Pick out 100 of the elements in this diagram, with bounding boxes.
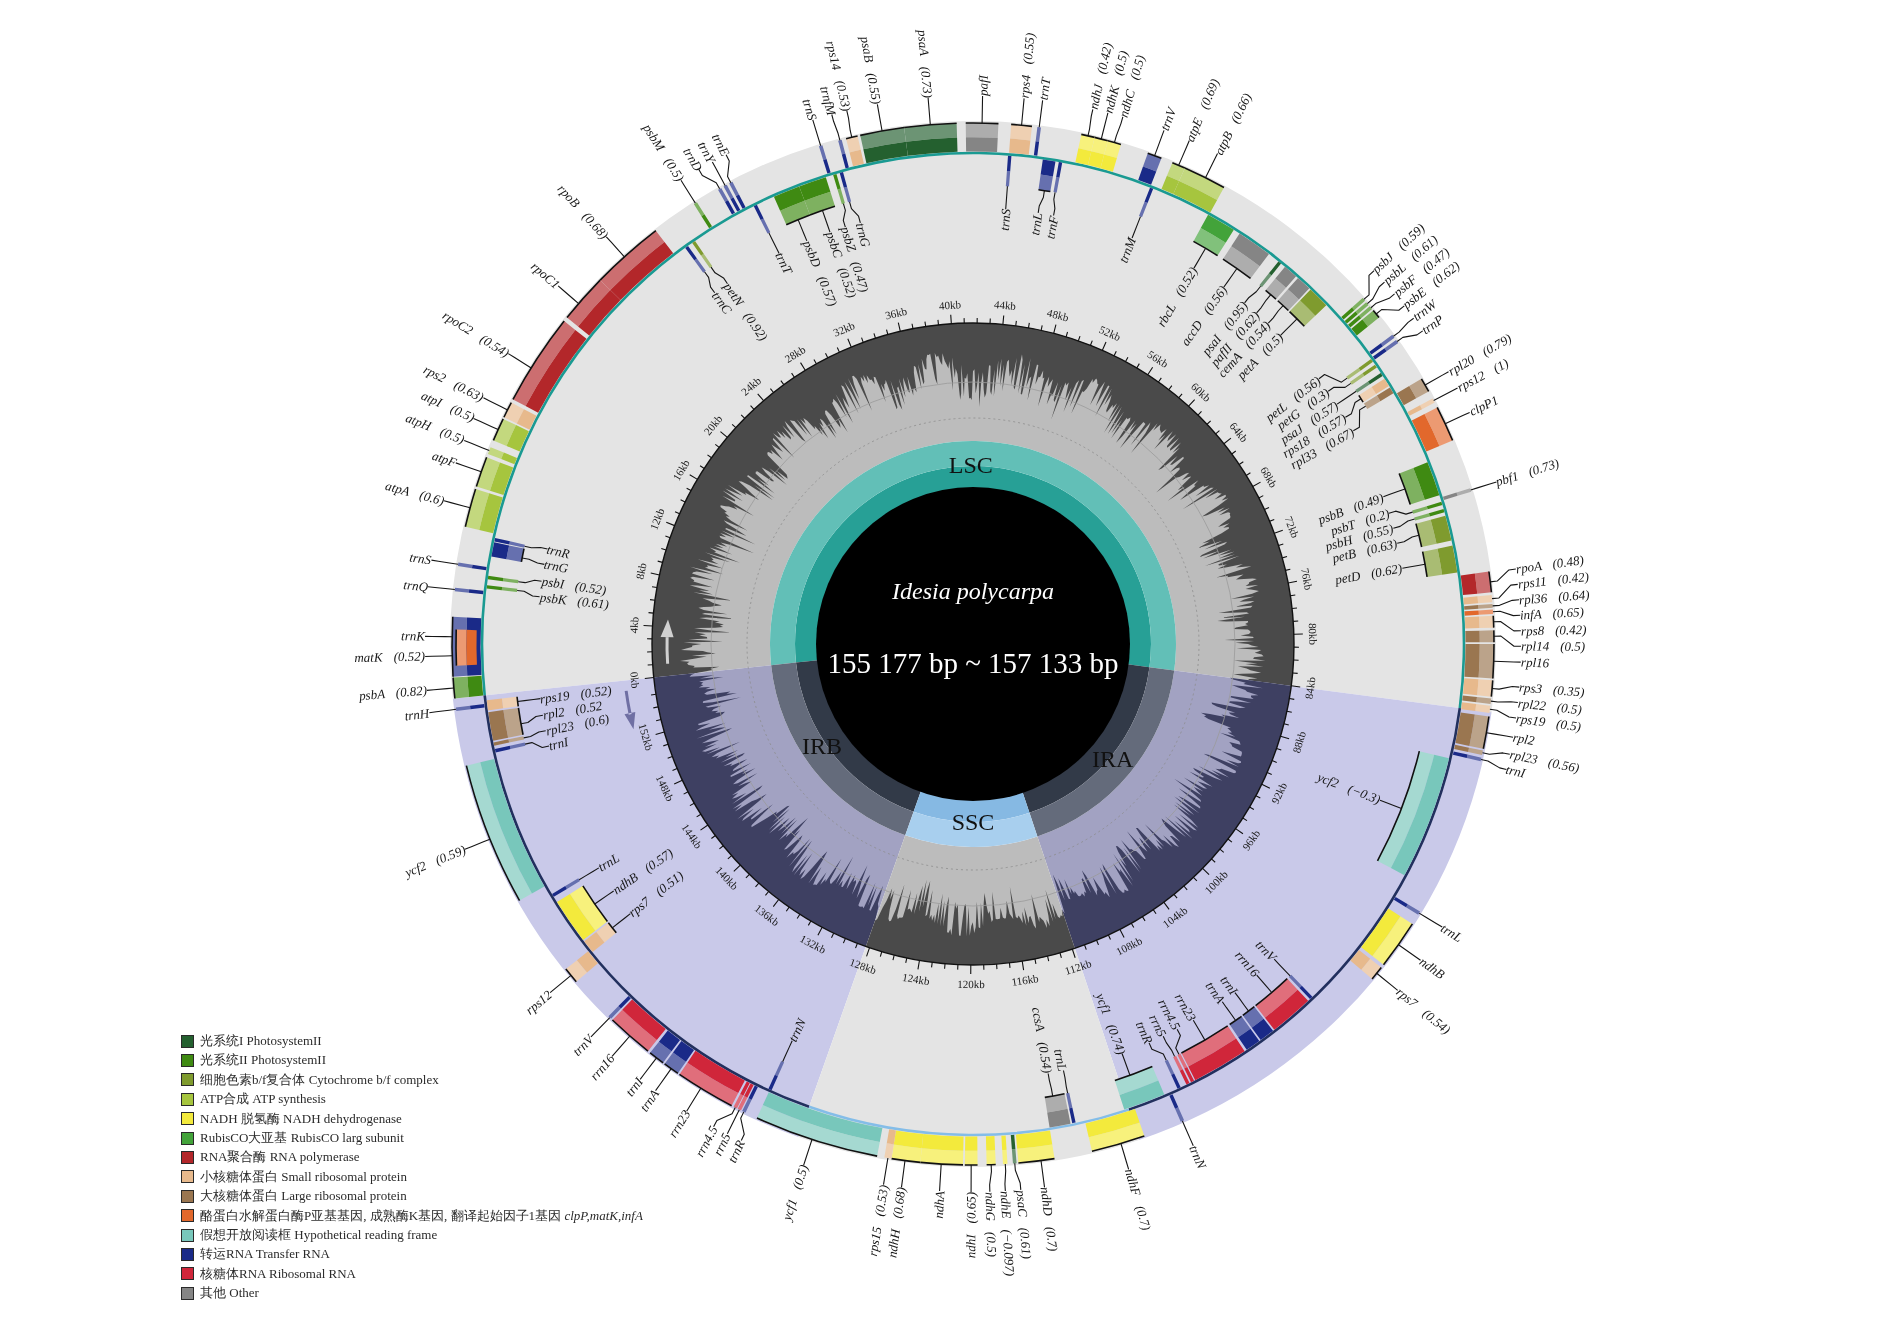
legend-text: 核糖体RNA Ribosomal RNA — [200, 1265, 356, 1282]
gene-block — [608, 995, 631, 1019]
gene-label: ycf2 (−0.3) — [1315, 769, 1383, 808]
tick-label: 132kb — [798, 932, 829, 956]
leader-line — [463, 439, 490, 452]
gene-block — [1452, 751, 1482, 762]
leader-line — [594, 890, 615, 905]
leader-line — [927, 97, 931, 126]
leader-line — [1375, 305, 1405, 315]
gene-block — [1100, 140, 1122, 172]
leader-line — [1444, 411, 1471, 425]
gene-block — [493, 736, 525, 746]
gene-block — [1361, 908, 1414, 966]
leader-line — [710, 266, 728, 285]
leader-line — [1062, 1069, 1069, 1094]
gene-block — [455, 629, 477, 666]
gene-block — [1414, 509, 1445, 521]
gene-block — [756, 1092, 883, 1157]
tick-label: 4kb — [627, 616, 640, 634]
gene-block — [1222, 233, 1269, 280]
gene-block — [475, 457, 514, 496]
leader-line — [725, 154, 732, 184]
gene-block — [512, 320, 587, 413]
gene-label: ycf1 (0.5) — [778, 1162, 811, 1223]
gene-label: trnH — [404, 705, 431, 724]
gene-block — [1075, 133, 1095, 166]
gene-block — [1177, 1053, 1195, 1083]
region-label: SSC — [951, 810, 995, 834]
gene-block — [451, 616, 482, 677]
gene-label: rpoC2 (0.54) — [440, 307, 513, 360]
gene-block — [1001, 1135, 1008, 1165]
gene-block — [1369, 334, 1395, 355]
leader-line — [882, 1157, 889, 1186]
leader-line — [639, 1057, 658, 1080]
leader-line — [1490, 700, 1519, 704]
gene-block — [1038, 159, 1056, 193]
gene-label: trnT — [1035, 77, 1053, 102]
gene-block — [839, 172, 852, 203]
gene-block — [552, 878, 580, 897]
gene-block — [1015, 1130, 1055, 1164]
gene-block — [1393, 896, 1421, 915]
gene-block — [455, 704, 485, 712]
gene-block — [1161, 161, 1186, 195]
leader-line — [1267, 305, 1284, 324]
gene-label: trnT — [772, 250, 796, 277]
leader-line — [1376, 972, 1399, 991]
gene-block — [920, 1134, 964, 1166]
tick-label: 76kb — [1298, 567, 1315, 592]
leader-line — [1037, 190, 1045, 214]
leader-line — [1379, 799, 1403, 810]
leader-line — [443, 500, 471, 509]
gene-block — [965, 122, 999, 153]
gene-block — [1355, 373, 1383, 393]
gene-block — [664, 1040, 695, 1075]
gene-block — [1087, 136, 1109, 169]
gene-label: trnK — [401, 628, 426, 644]
tick-label: 52kb — [1097, 322, 1123, 343]
leader-line — [1005, 185, 1008, 210]
leader-line — [1256, 974, 1273, 994]
gene-block — [486, 585, 518, 593]
leader-line — [1489, 708, 1517, 719]
region-label: IRA — [1092, 747, 1134, 772]
gene-block — [733, 1081, 750, 1109]
gene-block — [1173, 1055, 1190, 1085]
tick-label: 88kb — [1289, 729, 1308, 754]
gene-block — [487, 575, 519, 584]
gene-block — [1005, 155, 1012, 187]
gene-block — [1463, 594, 1493, 605]
leader-line — [821, 209, 831, 233]
leader-line — [1256, 294, 1272, 314]
leader-line — [1491, 686, 1520, 690]
leader-line — [521, 557, 545, 565]
leader-line — [1388, 510, 1414, 515]
gene-block — [845, 135, 864, 167]
tick-label: 56kb — [1145, 347, 1171, 370]
gene-block — [486, 696, 520, 711]
leader-line — [590, 1016, 611, 1038]
gene-block — [860, 126, 908, 164]
leader-line — [578, 867, 600, 881]
gene-block — [1464, 609, 1494, 616]
gene-label: trnI — [622, 1074, 647, 1100]
gene-label: rps4 (0.55) — [1016, 32, 1038, 100]
leader-line — [680, 179, 696, 204]
gene-block — [1346, 359, 1373, 380]
legend-text: 假想开放阅读框 Hypothetical reading frame — [200, 1227, 438, 1243]
tick-label: 40kb — [938, 298, 962, 312]
gene-block — [1464, 604, 1493, 610]
gene-block — [1460, 571, 1493, 596]
gene-label: clpP1 — [1466, 392, 1501, 420]
gene-label: ycf1 (0.74) — [1093, 990, 1130, 1057]
species-name: Idesia polycarpa — [892, 579, 1054, 603]
leader-line — [1392, 317, 1415, 337]
gene-block — [1407, 398, 1435, 416]
legend-text: 光系统II PhotosystemII — [200, 1052, 327, 1069]
gene-block — [1053, 162, 1063, 193]
leader-line — [517, 579, 543, 584]
gene-block — [1114, 1065, 1165, 1110]
legend-text: ATP合成 ATP synthesis — [200, 1091, 326, 1108]
gene-label: trnR — [545, 541, 572, 562]
leader-line — [524, 742, 550, 749]
